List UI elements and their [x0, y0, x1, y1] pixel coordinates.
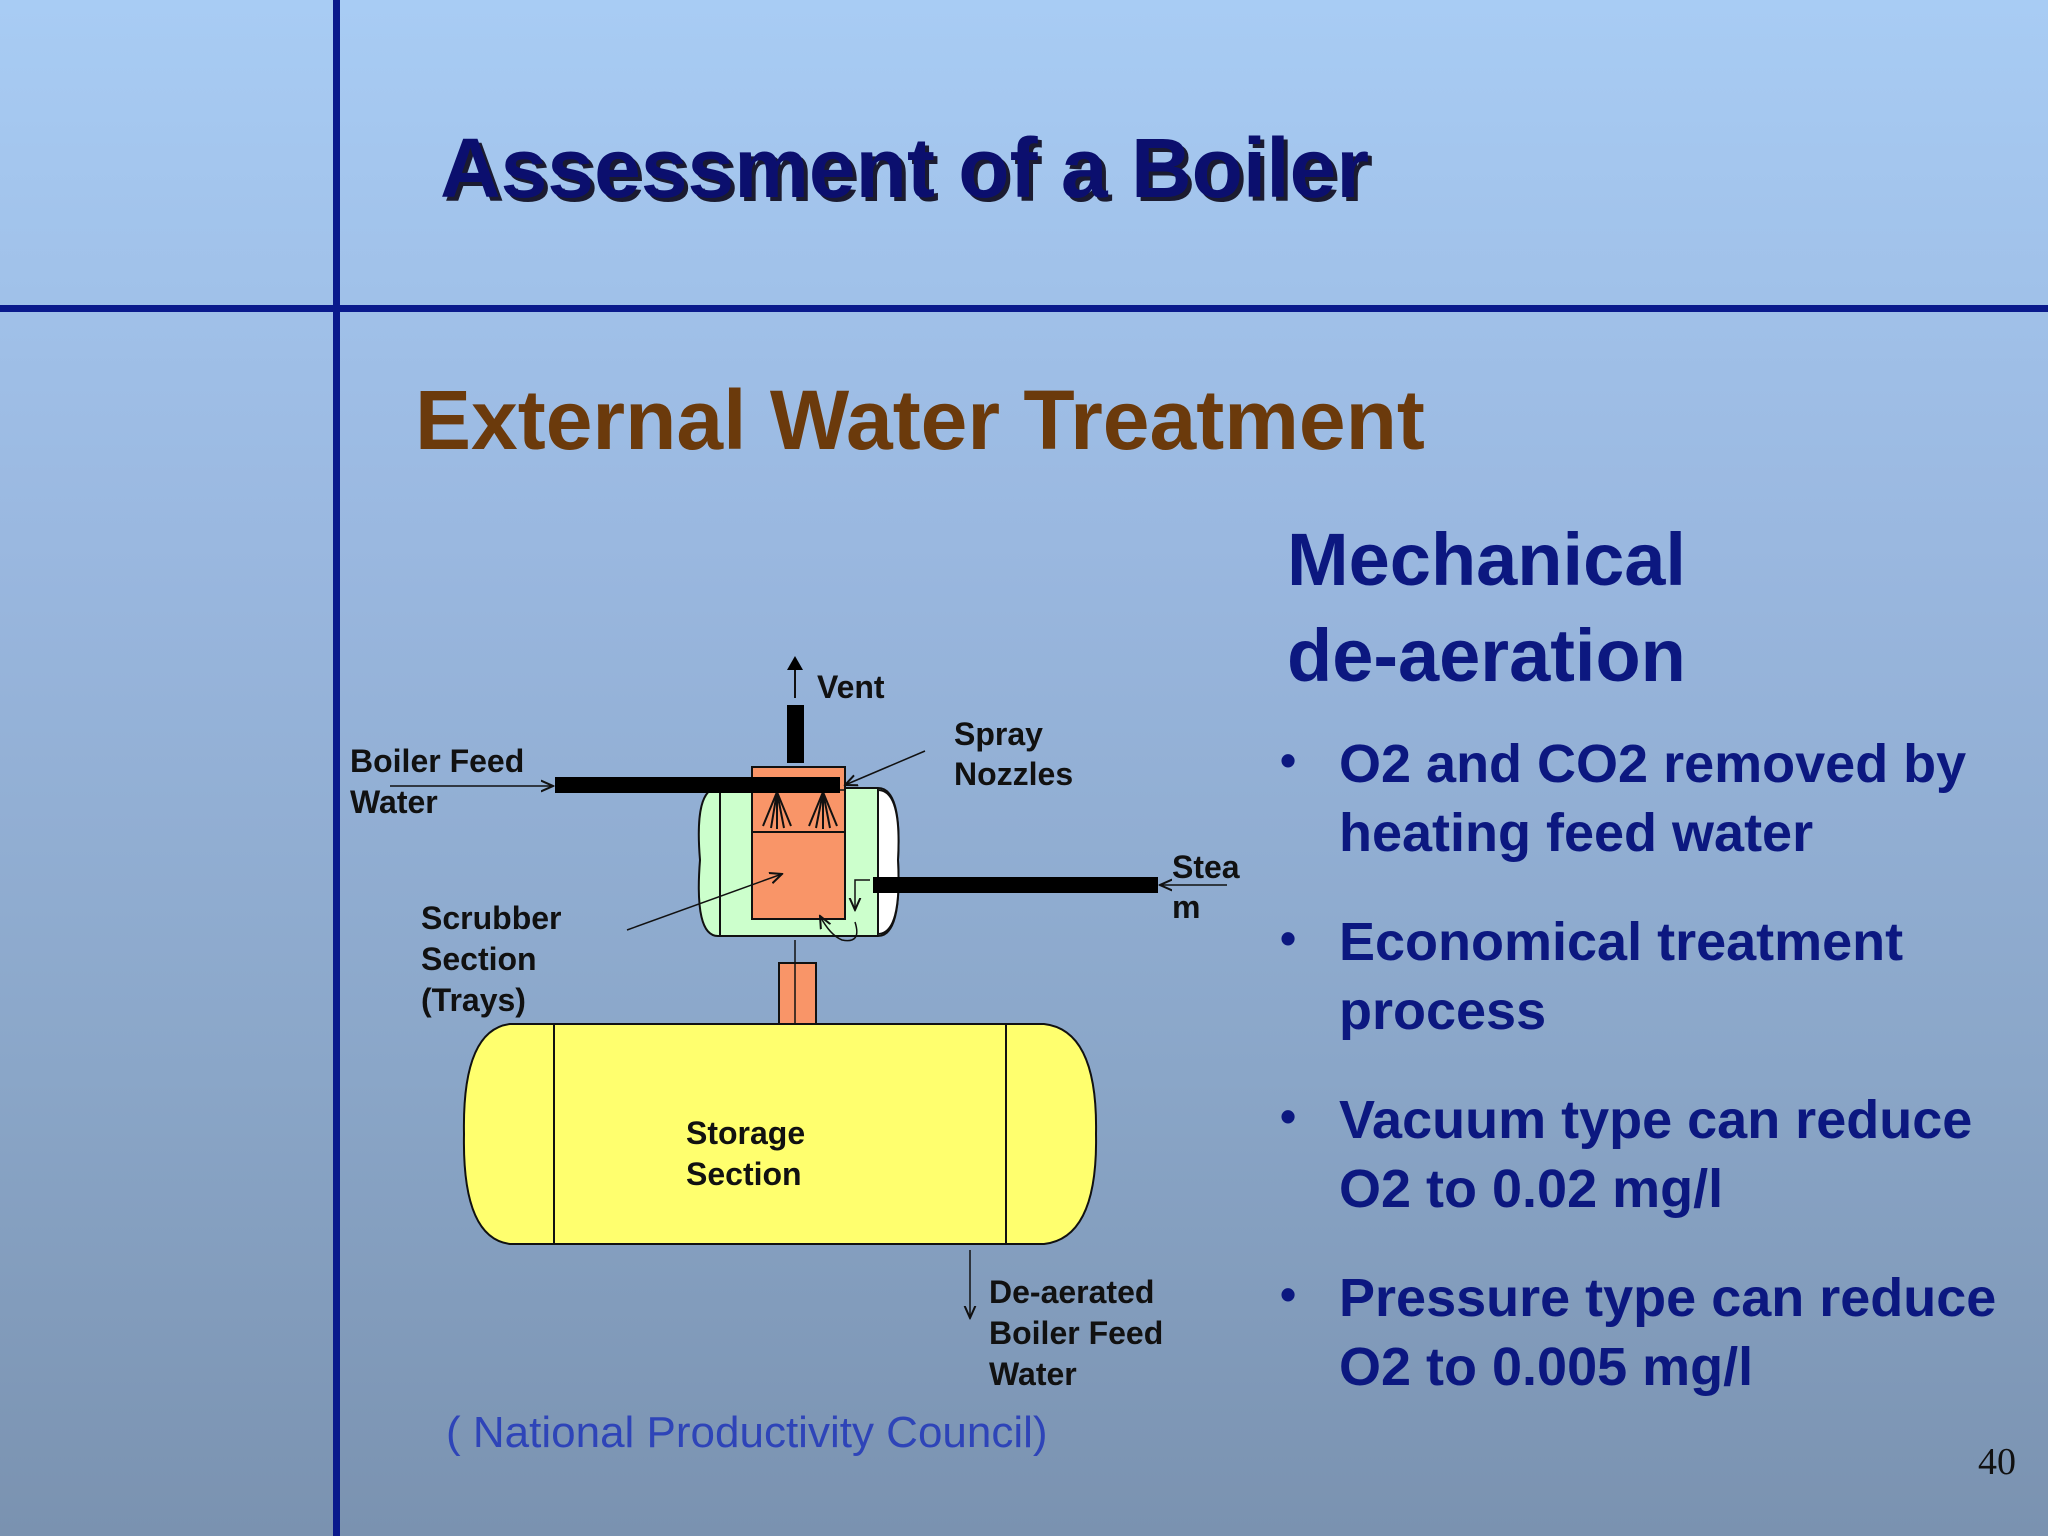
- spray-nozzles: [762, 791, 838, 829]
- label-scrubber-3: (Trays): [421, 982, 526, 1018]
- heading-line-2: de-aeration: [1287, 614, 1686, 697]
- label-spray-1: Spray: [954, 716, 1043, 752]
- heading-line-1: Mechanical: [1287, 518, 1686, 601]
- bullet-item: •Vacuum type can reduce O2 to 0.02 mg/l: [1280, 1086, 2040, 1224]
- label-steam-2: m: [1172, 889, 1200, 925]
- source-credit: ( National Productivity Council): [446, 1408, 1048, 1457]
- page-number: 40: [1978, 1441, 2016, 1483]
- vent-pipe: [787, 705, 804, 763]
- label-spray-2: Nozzles: [954, 756, 1073, 792]
- bullet-item: •Economical treatment process: [1280, 908, 2040, 1046]
- label-storage-1: Storage: [686, 1115, 805, 1151]
- label-storage-2: Section: [686, 1156, 802, 1192]
- label-feed-2: Water: [350, 784, 438, 820]
- label-scrubber-1: Scrubber: [421, 900, 561, 936]
- bullet-icon: •: [1280, 912, 1297, 964]
- bullet-icon: •: [1280, 734, 1297, 786]
- bullet-item: •Pressure type can reduce O2 to 0.005 mg…: [1280, 1264, 2040, 1402]
- slide-title: Assessment of a Boiler: [440, 121, 1370, 215]
- vent-arrow: [787, 656, 803, 670]
- steam-pipe: [873, 877, 1158, 893]
- slide-subtitle: External Water Treatment: [415, 373, 1425, 467]
- bullet-list: •O2 and CO2 removed by heating feed wate…: [1280, 730, 2040, 1442]
- horizontal-rule: [0, 305, 2048, 312]
- label-deaerated-1: De-aerated: [989, 1274, 1154, 1310]
- storage-tank: [462, 1023, 1098, 1245]
- shell-right-cap: [877, 788, 900, 936]
- feed-water-pipe: [555, 777, 840, 793]
- label-scrubber-2: Section: [421, 941, 537, 977]
- downcomer-pipe: [778, 962, 817, 1025]
- label-feed-1: Boiler Feed: [350, 743, 524, 779]
- label-deaerated-3: Water: [989, 1356, 1077, 1392]
- vertical-rule: [333, 0, 340, 1536]
- label-steam-1: Stea: [1172, 849, 1240, 885]
- label-deaerated-2: Boiler Feed: [989, 1315, 1163, 1351]
- section-heading: Mechanical de-aeration: [1287, 512, 1686, 704]
- label-vent: Vent: [817, 669, 885, 705]
- bullet-icon: •: [1280, 1090, 1297, 1142]
- bullet-icon: •: [1280, 1268, 1297, 1320]
- bullet-item: •O2 and CO2 removed by heating feed wate…: [1280, 730, 2040, 868]
